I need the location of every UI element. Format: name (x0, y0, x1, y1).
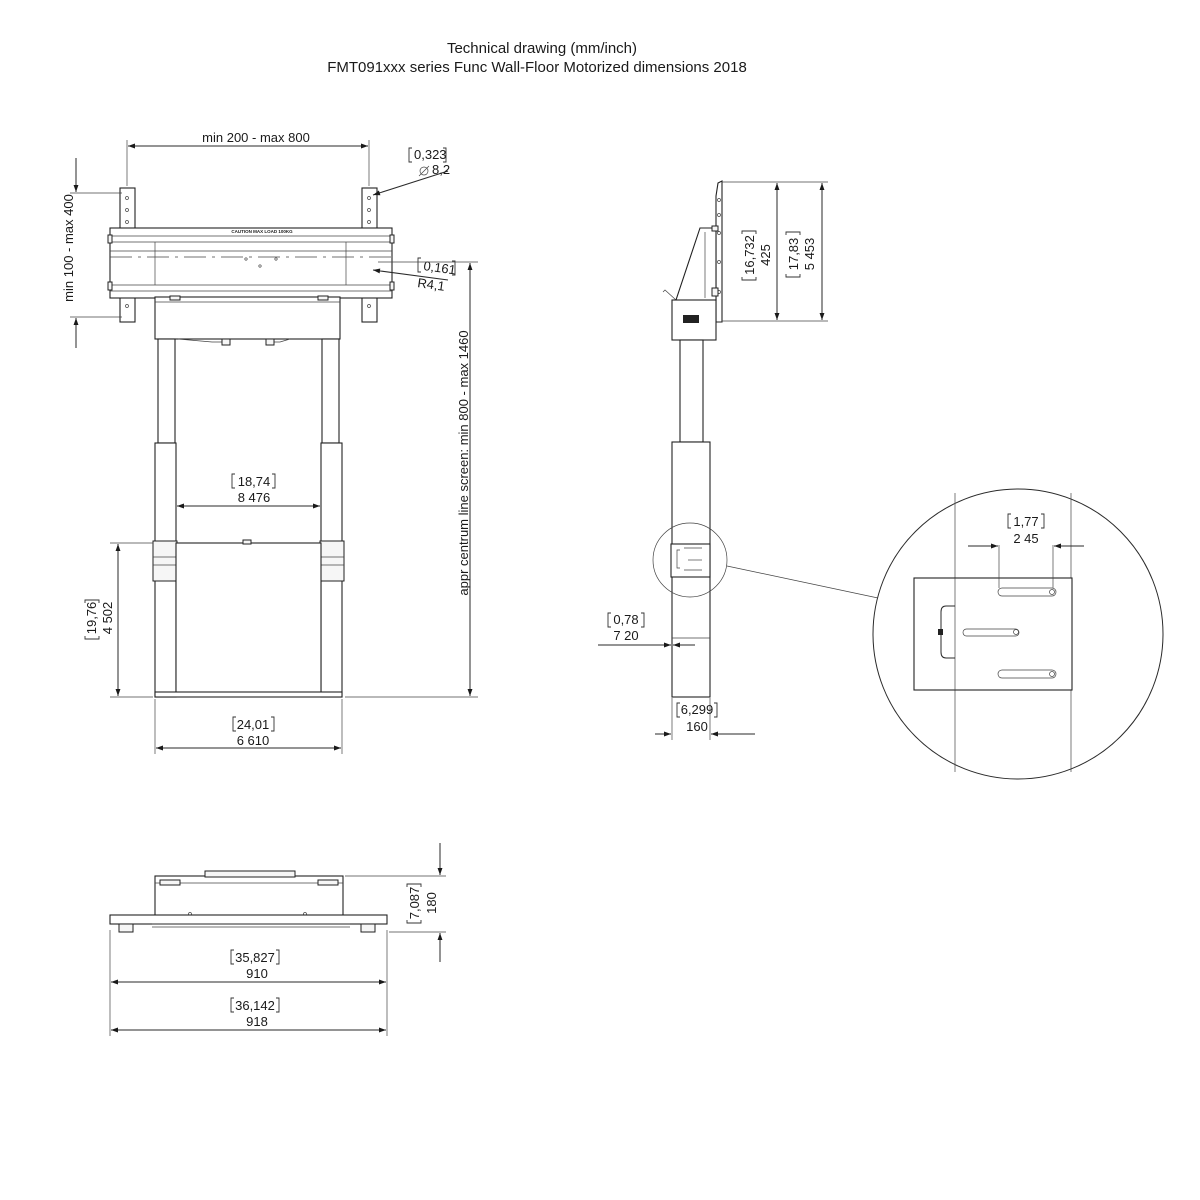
side-arm (662, 225, 719, 301)
wall-gap-inch-label: 0,78 (613, 612, 638, 627)
load-warning-label: CAUTION MAX LOAD 100KG (231, 229, 293, 234)
hole-callout: 0,323 8,2 (372, 147, 450, 196)
outer-width-inch-label: 36,142 (235, 998, 275, 1013)
centrum-range-label: appr centrum line screen: min 800 - max … (456, 330, 471, 595)
slot-inch-label: 0,161 (423, 258, 457, 277)
detail-leader (726, 565, 879, 599)
dim-height-range-label: min 100 - max 400 (61, 194, 76, 302)
slot-callout: 0,161 R4,1 (372, 257, 457, 294)
side-bracket (715, 180, 723, 323)
box-height-inch-label: 19,76 (84, 602, 99, 635)
outer-width-mm-label: 918 (246, 1014, 268, 1029)
dim-inner-width: 35,827 910 (109, 930, 388, 988)
dim-total-depth: 17,83 5 453 (785, 183, 825, 320)
dim-width-range-label: min 200 - max 800 (202, 130, 310, 145)
side-head (671, 299, 717, 341)
slot-spacing-mm-label: 2 45 (1013, 531, 1038, 546)
motor-housing (154, 295, 341, 346)
side-detail-marker (652, 522, 728, 598)
wall-gap-mm-label: 7 20 (613, 628, 638, 643)
top-plate (109, 914, 388, 933)
dim-top-depth: 7,087 180 (345, 843, 446, 962)
slot-spacing-inch-label: 1,77 (1013, 514, 1038, 529)
right-column (319, 338, 345, 698)
drawing-subtitle: FMT091xxx series Func Wall-Floor Motoriz… (327, 59, 747, 76)
left-column (152, 338, 178, 698)
dim-slot-spacing: 1,77 2 45 (968, 513, 1084, 588)
foot-inch-label: 6,299 (681, 702, 714, 717)
mounting-plate: CAUTION MAX LOAD 100KG (107, 227, 395, 299)
bracket-depth-mm-label: 425 (758, 244, 773, 266)
dim-height-range: min 100 - max 400 (61, 158, 122, 348)
dim-box-height: 19,76 4 502 (84, 542, 153, 698)
column-gap-inch-label: 18,74 (238, 474, 271, 489)
base-width-mm-label: 6 610 (237, 733, 270, 748)
dim-foot: 6,299 160 (655, 698, 755, 740)
foot-mm-label: 160 (686, 719, 708, 734)
hole-mm-label: 8,2 (432, 162, 450, 177)
inner-width-inch-label: 35,827 (235, 950, 275, 965)
drawing-title: Technical drawing (mm/inch) (447, 40, 637, 57)
side-column (671, 339, 711, 698)
lower-cabinet (154, 539, 343, 698)
total-depth-mm-label: 5 453 (802, 238, 817, 271)
dim-width-range: min 200 - max 800 (126, 130, 370, 186)
detail-view: 1,77 2 45 (872, 488, 1164, 780)
front-view: CAUTION MAX LOAD 100KG (61, 130, 478, 754)
column-gap-mm-label: 8 476 (238, 490, 271, 505)
dim-outer-width: 36,142 918 (109, 988, 388, 1036)
inner-width-mm-label: 910 (246, 966, 268, 981)
dim-centrum-range: appr centrum line screen: min 800 - max … (345, 261, 478, 698)
top-depth-inch-label: 7,087 (407, 887, 422, 920)
hole-inch-label: 0,323 (414, 147, 447, 162)
bracket-depth-inch-label: 16,732 (742, 235, 757, 275)
dim-base-width: 24,01 6 610 (154, 699, 343, 754)
total-depth-inch-label: 17,83 (786, 238, 801, 271)
dim-wall-gap: 0,78 7 20 (598, 612, 695, 648)
slot-mm-label: R4,1 (417, 275, 446, 294)
dim-bracket-depth: 16,732 425 (722, 181, 828, 322)
side-view: 16,732 425 17,83 5 453 0,78 7 20 (598, 180, 879, 740)
top-view: 7,087 180 35,827 910 36,142 918 (109, 843, 446, 1036)
top-motor-box (154, 870, 344, 919)
base-width-inch-label: 24,01 (237, 717, 270, 732)
dim-column-gap: 18,74 8 476 (177, 473, 320, 509)
box-height-mm-label: 4 502 (100, 602, 115, 635)
top-depth-mm-label: 180 (424, 892, 439, 914)
